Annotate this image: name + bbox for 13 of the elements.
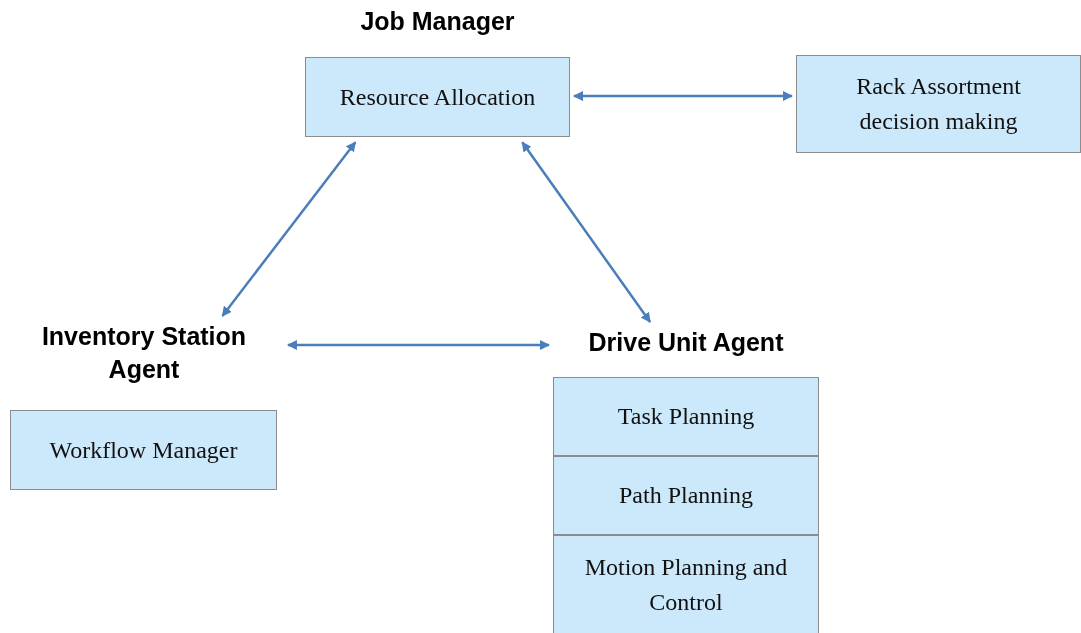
double-arrow [521,141,652,323]
process-box: Task Planning [553,377,819,456]
process-box: Workflow Manager [10,410,277,490]
group-heading: Drive Unit Agent [588,327,784,358]
process-box: Resource Allocation [305,57,570,137]
process-box: Rack Assortment decision making [796,55,1081,153]
process-box: Motion Planning and Control [553,535,819,633]
group-heading: Inventory Station Agent [40,321,248,385]
group-heading: Job Manager [360,6,515,37]
double-arrow [286,340,550,351]
double-arrow [221,141,357,317]
process-box: Path Planning [553,456,819,535]
double-arrow [573,90,793,102]
